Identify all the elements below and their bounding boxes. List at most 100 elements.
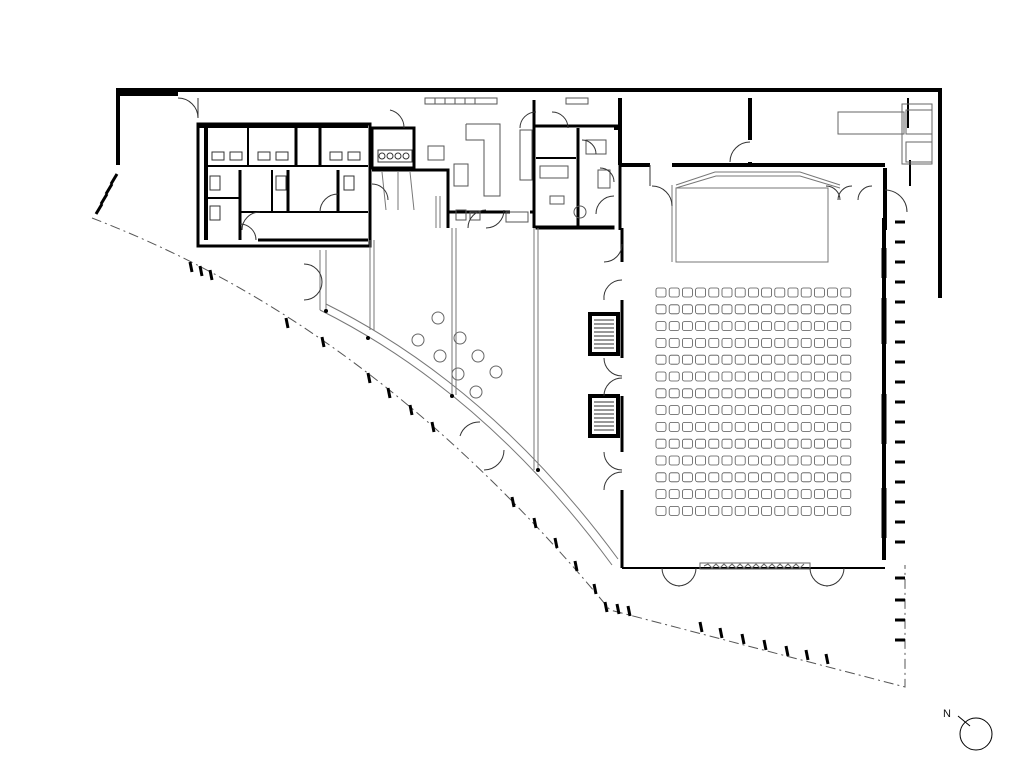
seat [774,472,786,483]
seat [774,489,786,500]
seat [682,421,693,432]
seating-rows [655,287,852,516]
seat [761,505,772,516]
seat [787,438,799,449]
seat [814,405,825,416]
seat [668,421,680,432]
seat [734,388,746,399]
seat [655,337,667,348]
seat [827,287,838,298]
seat [800,287,812,298]
seat [840,489,852,500]
seat [682,405,693,416]
seat [748,421,759,432]
kitchen-counter [424,97,589,223]
seat [800,489,812,500]
seat [682,371,693,382]
seat [682,321,693,332]
seat [748,472,759,483]
seat [800,354,812,365]
seat [774,388,786,399]
seat [774,455,786,466]
seat [840,321,852,332]
seat [721,438,733,449]
seat [655,455,667,466]
seat [814,287,825,298]
seat [774,405,786,416]
seat [695,438,706,449]
seat [814,371,825,382]
seat [668,438,680,449]
seat [695,304,706,315]
seat [748,438,759,449]
seat [787,388,799,399]
seat [814,337,825,348]
seat [734,304,746,315]
seat [787,287,799,298]
seat [682,455,693,466]
seat [695,505,706,516]
seat [840,438,852,449]
seat [655,287,667,298]
seat [774,438,786,449]
seat [668,472,680,483]
seat [734,371,746,382]
seat [800,505,812,516]
seat [708,354,720,365]
stair-cores [588,312,620,438]
seat [721,304,733,315]
seat [840,337,852,348]
seat [840,388,852,399]
seat [655,321,667,332]
seat [827,354,838,365]
wc-block [196,122,372,248]
seat [814,421,825,432]
seat [668,455,680,466]
seat [787,505,799,516]
seat [734,337,746,348]
seat [774,371,786,382]
seat [787,472,799,483]
seat [761,489,772,500]
seat [827,455,838,466]
seat [655,489,667,500]
seat [800,321,812,332]
seat [827,337,838,348]
seat [814,321,825,332]
seat [787,455,799,466]
seat [761,354,772,365]
seat [668,388,680,399]
seat [708,489,720,500]
seat [708,388,720,399]
seat [695,472,706,483]
seat [668,405,680,416]
seat [682,472,693,483]
seat [827,321,838,332]
seat [734,489,746,500]
seat [708,321,720,332]
seat [695,421,706,432]
seat [668,505,680,516]
seat [708,405,720,416]
seat [682,304,693,315]
seat [800,421,812,432]
seat [655,405,667,416]
seat [814,455,825,466]
seat [748,489,759,500]
seat [827,472,838,483]
seat [721,505,733,516]
seat [748,287,759,298]
seat [748,388,759,399]
seat [827,388,838,399]
seat [721,472,733,483]
seat [734,354,746,365]
seat [787,489,799,500]
seat [840,304,852,315]
seat [814,354,825,365]
seat [695,371,706,382]
seat [761,472,772,483]
seat [827,405,838,416]
seat [708,505,720,516]
seat [748,354,759,365]
seat [761,287,772,298]
